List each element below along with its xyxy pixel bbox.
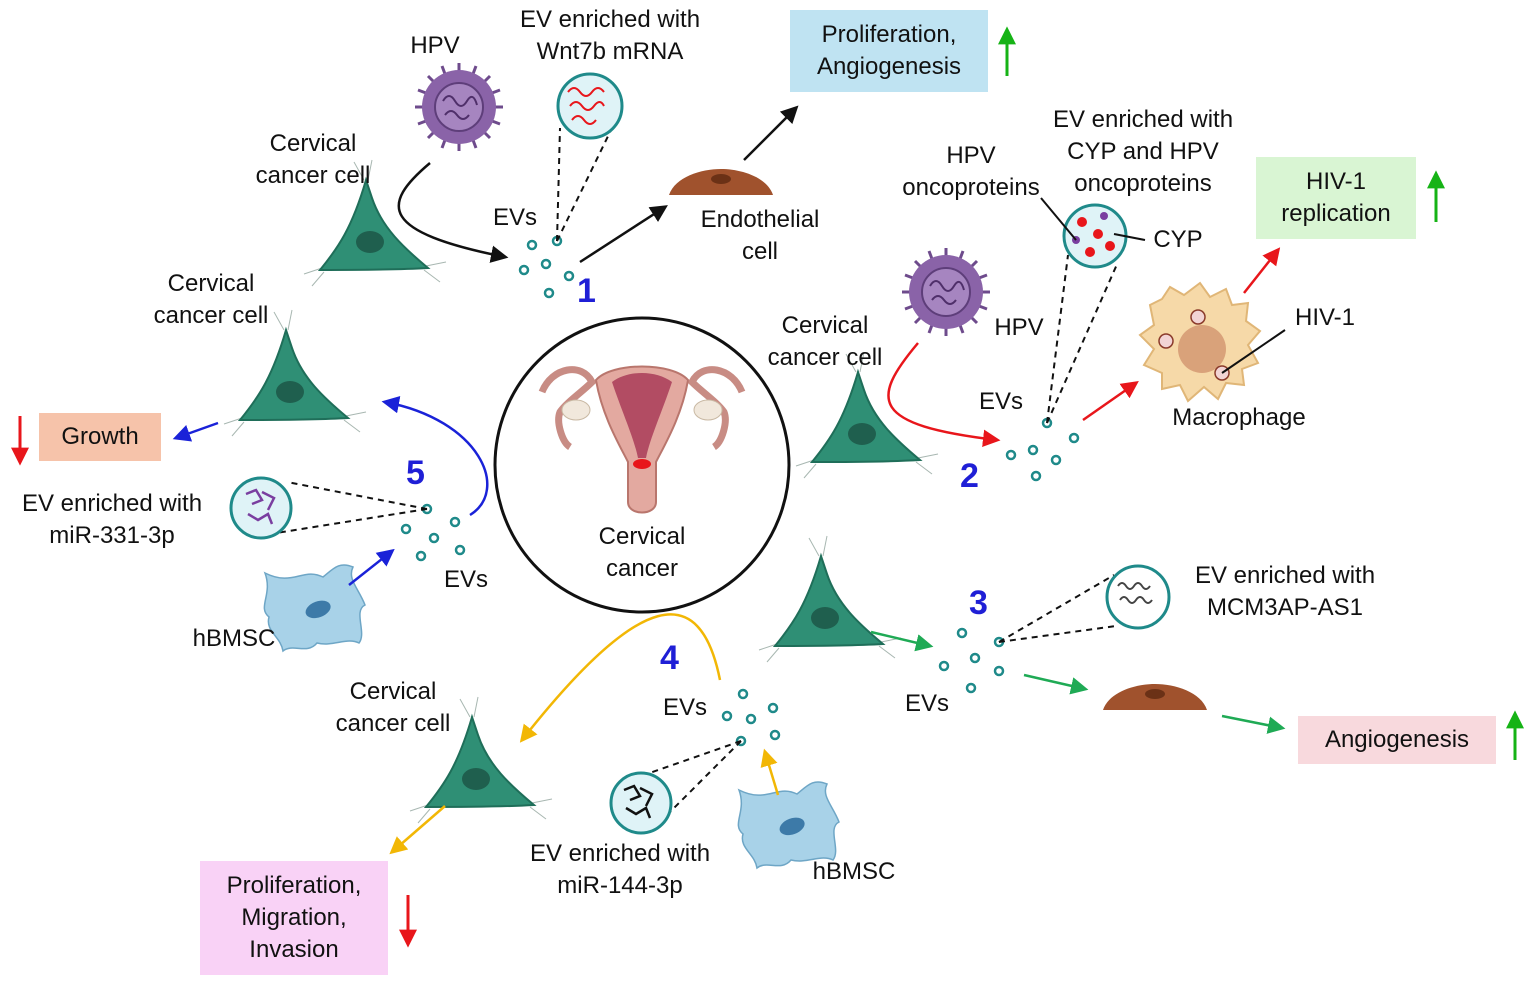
ev-zoom-wnt7b	[556, 72, 624, 242]
pathway-number-3: 3	[969, 584, 988, 622]
arrow-cell-to-outcome-4	[389, 805, 446, 855]
arrow-endothelial-to-outcome-1	[743, 105, 799, 161]
ev-cargo-label-3: EV enriched with MCM3AP-AS1	[1194, 562, 1376, 621]
macrophage-icon	[1138, 281, 1262, 403]
pathway-number-4: 4	[660, 639, 679, 677]
arrow-evs-to-cell-5	[381, 396, 489, 517]
outcome-box-5: Growth	[61, 423, 139, 450]
arrow-cell-to-evs-3	[870, 630, 934, 652]
arrow-evs-to-endothelial-1	[579, 205, 668, 264]
evs-label-5: EVs	[443, 566, 488, 593]
evs-label-2: EVs	[978, 388, 1023, 415]
outcome-box-3: Angiogenesis	[1324, 726, 1470, 753]
ev-cluster-5	[400, 503, 466, 562]
ev-zoom-mir144	[609, 740, 742, 835]
hiv-label: HIV-1	[1294, 304, 1356, 331]
arrow-hbmsc-to-evs-5	[348, 548, 395, 586]
arrow-hbmsc-to-evs-4	[760, 748, 780, 796]
arrow-hpv-to-evs-2	[887, 342, 1001, 448]
cancer-cell-label-4: Cervical cancer cell	[335, 678, 451, 737]
ev-cluster-3	[938, 627, 1005, 694]
endothelial-label-1: Endothelial cell	[700, 206, 820, 265]
outcome-box-2: HIV-1 replication	[1281, 168, 1391, 227]
uterus-illustration	[538, 365, 746, 514]
hpv-virus-icon-1	[413, 61, 505, 153]
arrow-evs-to-macrophage-2	[1082, 380, 1139, 422]
ev-zoom-mir331	[229, 476, 428, 540]
outcome-box-5-bg	[39, 413, 161, 461]
ev-cargo-label-1: EV enriched with Wnt7b mRNA	[519, 6, 701, 65]
endothelial-cell-icon-3	[1103, 684, 1207, 710]
hpv-label-1: HPV	[410, 32, 460, 59]
macrophage-label: Macrophage	[1172, 404, 1306, 431]
outcome-box-2-bg	[1256, 157, 1416, 239]
cyp-label: CYP	[1153, 226, 1203, 253]
endothelial-cell-icon-1	[669, 169, 773, 195]
evs-label-4: EVs	[662, 694, 707, 721]
hbmsc-label-4: hBMSC	[812, 858, 896, 885]
outcome-box-3-bg	[1298, 716, 1496, 764]
outcome-box-1: Proliferation, Angiogenesis	[816, 21, 962, 80]
ev-cargo-label-4: EV enriched with miR-144-3p	[529, 840, 711, 899]
hpv-oncoproteins-label: HPV oncoproteins	[902, 142, 1040, 201]
evs-label-1: EVs	[492, 204, 537, 231]
arrow-endothelial-to-outcome-3	[1221, 714, 1286, 734]
outcome-box-1-bg	[790, 10, 988, 92]
evs-label-3: EVs	[904, 690, 949, 717]
pathway-number-2: 2	[960, 457, 979, 495]
hiv-pointer-line	[1221, 329, 1286, 374]
ev-zoom-cyp	[1040, 197, 1146, 424]
arrow-evs-to-cell-4	[519, 613, 722, 743]
ev-cargo-label-5: EV enriched with miR-331-3p	[21, 490, 203, 549]
pathway-number-5: 5	[406, 454, 425, 492]
hpv-virus-icon-2	[900, 246, 992, 338]
outcome-box-4: Proliferation, Migration, Invasion	[226, 872, 362, 963]
cancer-cell-label-2: Cervical cancer cell	[767, 312, 883, 371]
cancer-cell-icon-3	[758, 535, 902, 663]
arrow-hpv-to-evs-1	[397, 162, 509, 263]
ev-cluster-1	[518, 235, 575, 299]
center-label: Cervical cancer	[598, 523, 686, 582]
pathway-number-1: 1	[577, 272, 596, 310]
ev-cluster-2	[1005, 417, 1080, 482]
arrow-evs-to-endothelial-3	[1023, 673, 1089, 695]
outcome-box-4-bg	[200, 861, 388, 975]
ev-zoom-mcm3ap	[998, 564, 1171, 643]
ev-cluster-4	[721, 688, 781, 747]
arrow-macrophage-to-outcome-2	[1243, 247, 1281, 294]
hpv-label-2: HPV	[994, 314, 1044, 341]
cancer-cell-label-5: Cervical cancer cell	[153, 270, 269, 329]
arrow-cell-to-outcome-5	[172, 421, 219, 442]
hbmsc-label-5: hBMSC	[192, 625, 276, 652]
cancer-cell-label-1: Cervical cancer cell	[255, 130, 371, 189]
ev-cargo-label-2: EV enriched with CYP and HPV oncoprotein…	[1052, 106, 1234, 197]
